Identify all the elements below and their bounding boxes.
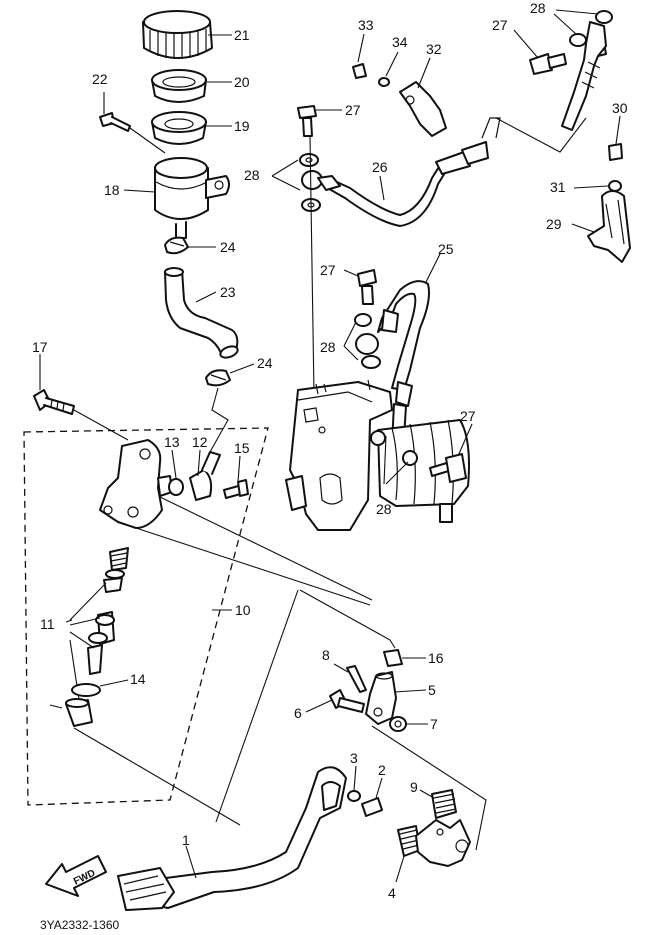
- fwd-arrow-icon: FWD: [45, 855, 107, 897]
- boot: [65, 698, 93, 727]
- callout-8: 8: [322, 647, 330, 663]
- callout-12: 12: [192, 434, 208, 450]
- callout-14: 14: [130, 671, 146, 687]
- bolt-27d: [429, 453, 467, 483]
- diagram-code: 3YA2332-1360: [40, 918, 120, 932]
- callout-28b: 28: [530, 0, 546, 16]
- callout-16: 16: [428, 650, 444, 666]
- master-cylinder-body: [99, 439, 173, 529]
- bolt-30: [608, 143, 623, 161]
- callout-34: 34: [392, 34, 408, 50]
- diaphragm-plate-20: [151, 69, 207, 103]
- callout-28d: 28: [376, 501, 392, 517]
- screw-22: [99, 112, 131, 132]
- diaphragm-19: [151, 111, 207, 145]
- brake-pedal-1: [117, 766, 347, 911]
- washers-28b: [569, 10, 613, 47]
- washer-34: [378, 77, 390, 87]
- callout-21: 21: [234, 27, 250, 43]
- bolt-33: [352, 63, 367, 79]
- callout-6: 6: [294, 705, 302, 721]
- callout-17: 17: [32, 339, 48, 355]
- washer-7: [389, 716, 407, 732]
- brake-hose-26: [323, 117, 501, 227]
- piston-kit-11: [87, 547, 129, 675]
- callout-22: 22: [92, 71, 108, 87]
- reservoir-tank-18: [154, 157, 230, 239]
- washer-31: [608, 180, 622, 192]
- bolt-2: [361, 797, 383, 817]
- brake-caliper: [285, 379, 470, 531]
- hose-clip-24b: [205, 369, 231, 387]
- assembly-outline-10: [23, 427, 269, 806]
- spring-9: [431, 789, 457, 819]
- callout-1: 1: [182, 832, 190, 848]
- bolt-27b: [529, 43, 607, 75]
- cotter-pin-8: [346, 665, 367, 693]
- callout-33: 33: [358, 17, 374, 33]
- washers-28c: [354, 313, 381, 369]
- bolt-27c: [357, 269, 377, 305]
- callout-15: 15: [234, 440, 250, 456]
- hose-joint-12: [189, 451, 221, 501]
- hose-holder-32: [399, 81, 447, 137]
- callout-29: 29: [546, 216, 562, 232]
- reservoir-hose-23: [164, 267, 239, 359]
- brake-hose-25: [377, 280, 430, 447]
- clevis-5: [365, 671, 397, 725]
- callout-27b: 27: [492, 17, 508, 33]
- clamp-29: [587, 190, 631, 263]
- callout-18: 18: [104, 182, 120, 198]
- callout-26: 26: [372, 159, 388, 175]
- callout-27a: 27: [345, 102, 361, 118]
- pin-6: [329, 689, 365, 713]
- oring-13: [168, 478, 184, 496]
- callout-24b: 24: [257, 355, 273, 371]
- callout-labels: 21 20 19 18 22 24 23 24 17 13 12 15 11 1…: [32, 0, 628, 901]
- callout-4: 4: [388, 885, 396, 901]
- bolt-27a: [297, 105, 317, 137]
- callout-23: 23: [220, 284, 236, 300]
- bolt-15: [223, 479, 249, 499]
- callout-28a: 28: [244, 167, 260, 183]
- callout-3: 3: [350, 750, 358, 766]
- callout-5: 5: [428, 682, 436, 698]
- callout-30: 30: [612, 100, 628, 116]
- callout-9: 9: [410, 779, 418, 795]
- callout-20: 20: [234, 74, 250, 90]
- pedal-shaft-4: [397, 819, 471, 867]
- hose-clip-24a: [164, 236, 189, 255]
- callout-27c: 27: [320, 262, 336, 278]
- callout-31: 31: [550, 179, 566, 195]
- brake-hose-upper: [561, 21, 607, 131]
- callout-2: 2: [378, 762, 386, 778]
- banjo-upper: [317, 175, 341, 191]
- circlip-14: [71, 683, 101, 697]
- callout-7: 7: [430, 716, 438, 732]
- callout-32: 32: [426, 41, 442, 57]
- nut-16: [383, 649, 403, 667]
- callout-19: 19: [234, 118, 250, 134]
- callout-28c: 28: [320, 339, 336, 355]
- callout-10: 10: [235, 602, 251, 618]
- callout-27d: 27: [460, 408, 476, 424]
- bolt-17: [33, 389, 75, 415]
- callout-11: 11: [40, 616, 55, 632]
- callout-13: 13: [164, 434, 180, 450]
- callout-25: 25: [438, 241, 454, 257]
- reservoir-cap-21: [142, 10, 213, 59]
- callout-24a: 24: [220, 239, 236, 255]
- washer-3: [347, 790, 361, 802]
